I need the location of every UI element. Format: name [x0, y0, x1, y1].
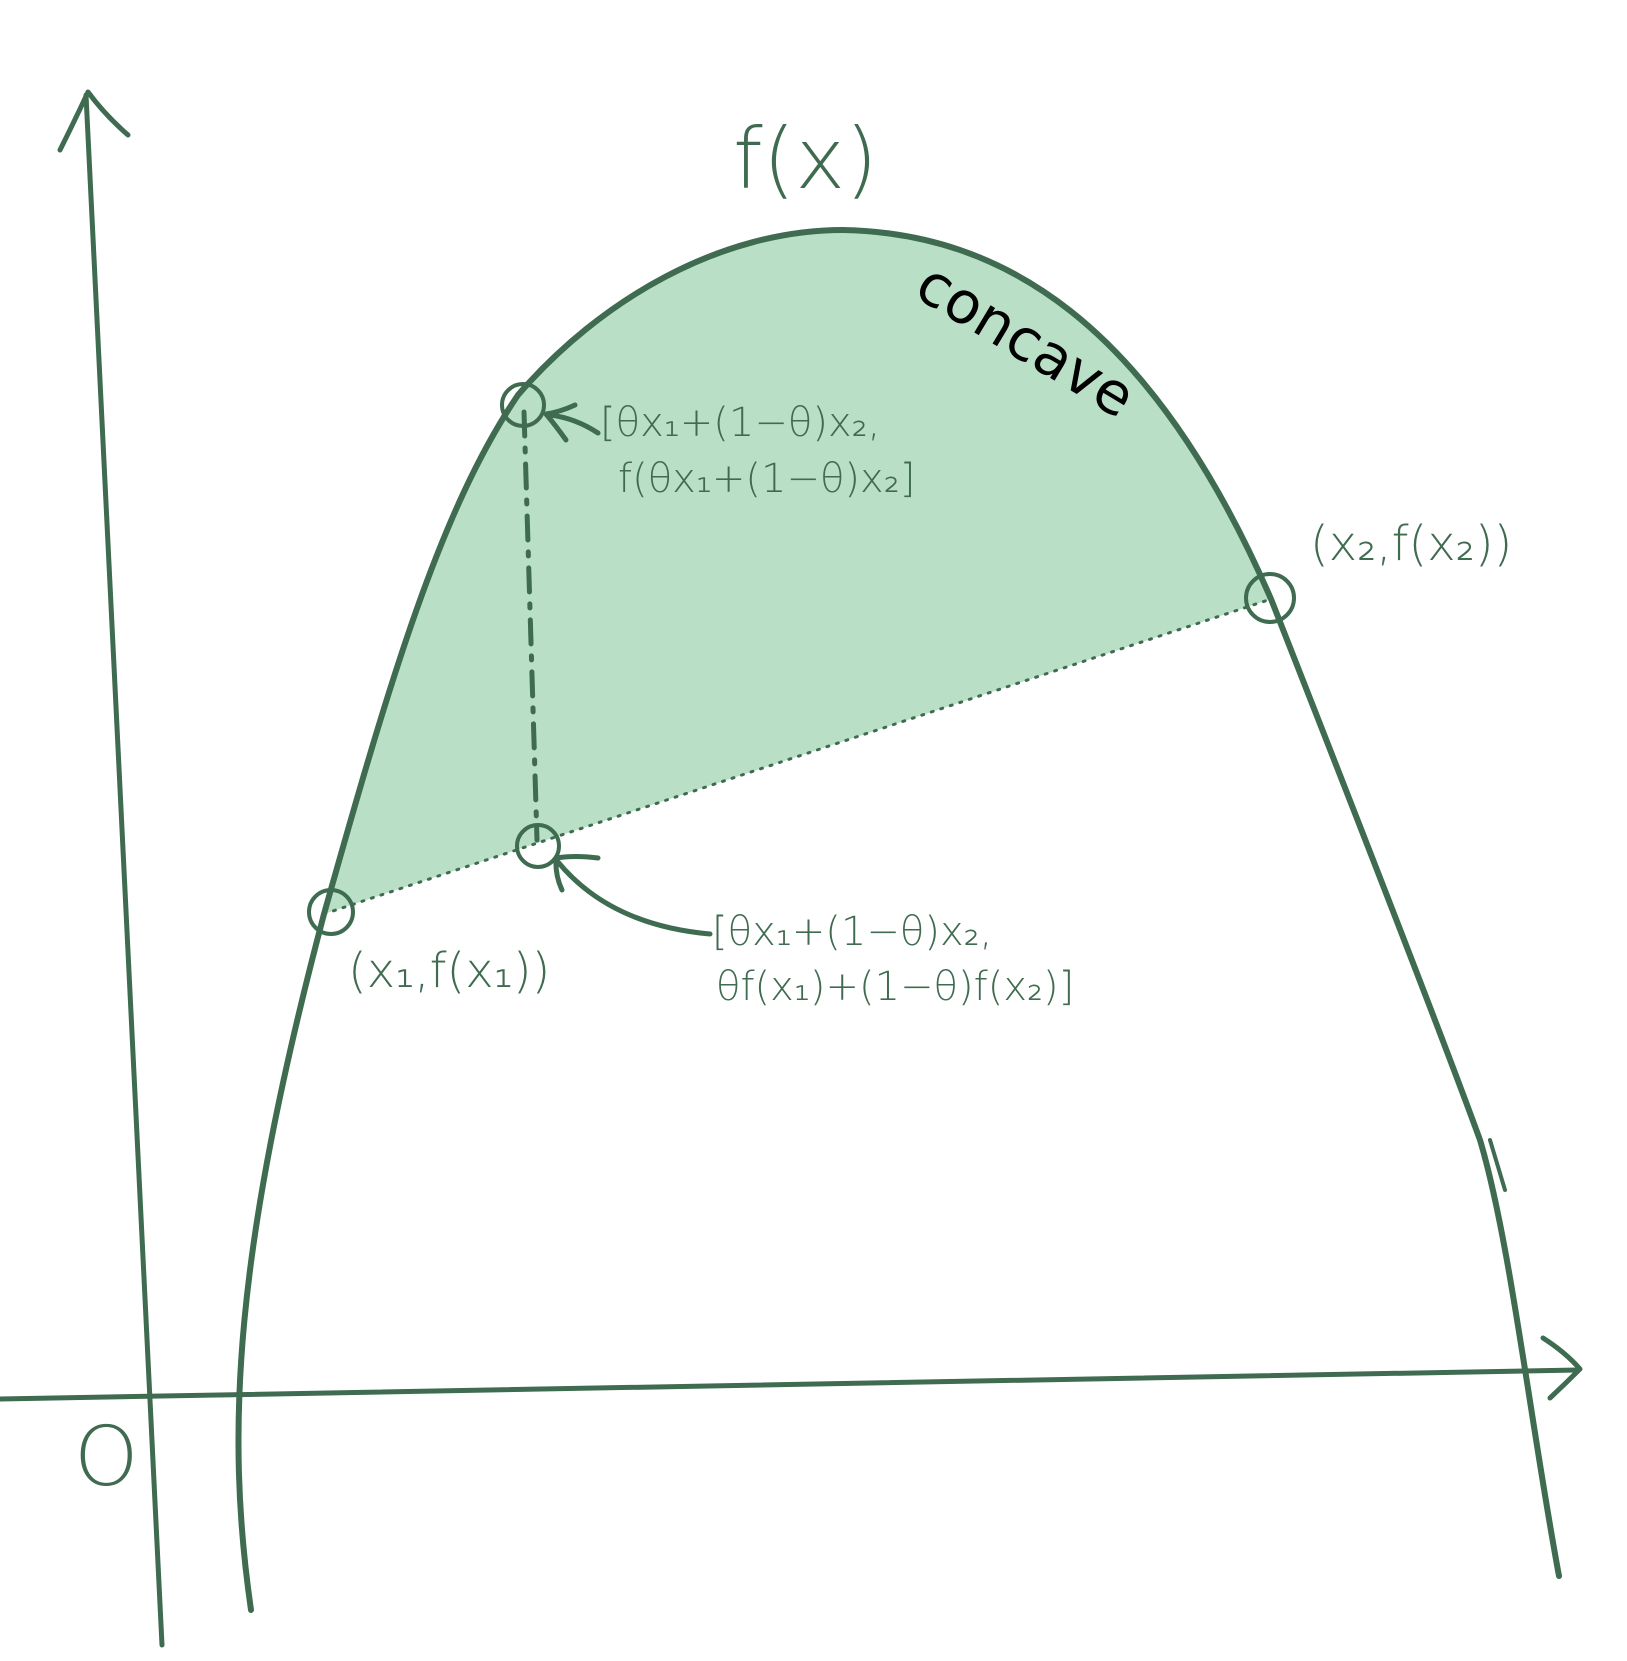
chord-point-arrow: [555, 859, 713, 937]
function-curve: [235, 227, 1562, 1613]
circle-marker-icon: [500, 382, 546, 428]
curve-point-label-line2: f(θx₁+(1−θ)x₂]: [618, 456, 915, 502]
shaded-region: [324, 230, 1271, 914]
function-label: f(x): [733, 110, 878, 208]
circle-marker-icon: [515, 823, 561, 869]
origin-label: O: [74, 1410, 139, 1505]
x-axis: [0, 1335, 1583, 1402]
point2-label: (x₂,f(x₂)): [1310, 516, 1512, 572]
vertical-dashdot-line: [521, 409, 540, 843]
pointer-arrows: [543, 402, 713, 937]
chord-point-label-line2: θf(x₁)+(1−θ)f(x₂)]: [716, 964, 1074, 1010]
curve-stroke-detail: [1488, 1138, 1507, 1192]
arrow-head-icon: [543, 402, 578, 443]
arrow-head-icon: [553, 854, 601, 893]
curve-point-arrow: [547, 412, 601, 436]
y-axis: [57, 89, 165, 1648]
point1-label: (x₁,f(x₁)): [348, 943, 550, 999]
curve-point-label-line1: [θx₁+(1−θ)x₂,: [600, 400, 880, 446]
arrow-up-icon: [57, 89, 131, 153]
markers: [307, 382, 1296, 936]
chord-line: [322, 597, 1273, 916]
circle-marker-icon: [307, 888, 355, 936]
arrow-right-icon: [1540, 1335, 1583, 1401]
chord-point-label-line1: [θx₁+(1−θ)x₂,: [712, 909, 992, 955]
circle-marker-icon: [1244, 572, 1296, 624]
